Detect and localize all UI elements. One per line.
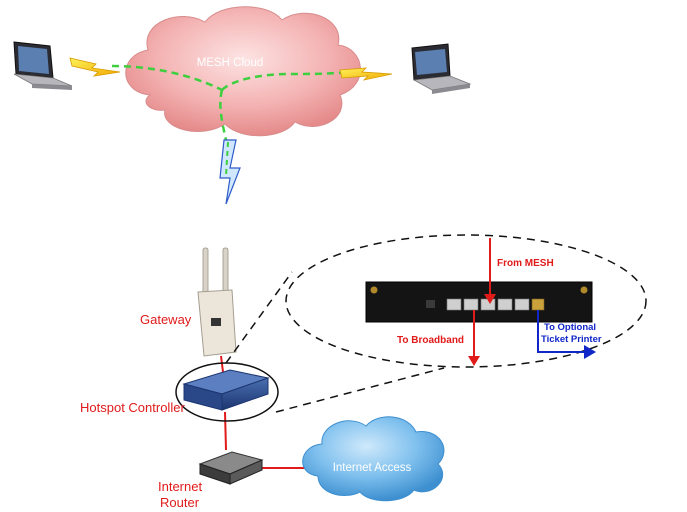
mesh-links: [111, 64, 349, 141]
wireless-bolt-right-icon: [339, 67, 393, 81]
hotspot-controller-device: [182, 369, 270, 411]
from-mesh-arrow: [484, 238, 496, 304]
callout-zoom: [225, 234, 647, 413]
wireless-bolt-vertical-icon: [219, 139, 241, 205]
gateway-label: Gateway: [140, 312, 192, 327]
mesh-cloud-label: MESH Cloud: [197, 57, 263, 69]
hotspot-highlight-ellipse: [175, 362, 279, 422]
hotspot-controller-label: Hotspot Controller: [80, 400, 185, 415]
wireless-bolt-left-icon: [69, 57, 121, 77]
from-mesh-label: From MESH: [497, 258, 554, 269]
router-label-line2: Router: [160, 495, 200, 510]
controller-back-panel: [365, 281, 593, 323]
router-label-line1: Internet: [158, 479, 202, 494]
laptop-left-icon: [13, 41, 73, 90]
internet-cloud: Internet Access: [302, 416, 445, 502]
to-broadband-label: To Broadband: [397, 335, 464, 346]
internet-cloud-label: Internet Access: [333, 462, 412, 474]
internet-router-device: [198, 451, 264, 485]
to-printer-label-line2: Ticket Printer: [541, 334, 602, 345]
gateway-device: [197, 247, 237, 357]
to-printer-label-line1: To Optional: [544, 322, 596, 333]
to-printer-arrow: [537, 310, 596, 359]
laptop-right-icon: [411, 43, 472, 94]
to-broadband-arrow: [468, 310, 480, 366]
mesh-cloud: MESH Cloud: [125, 6, 361, 137]
